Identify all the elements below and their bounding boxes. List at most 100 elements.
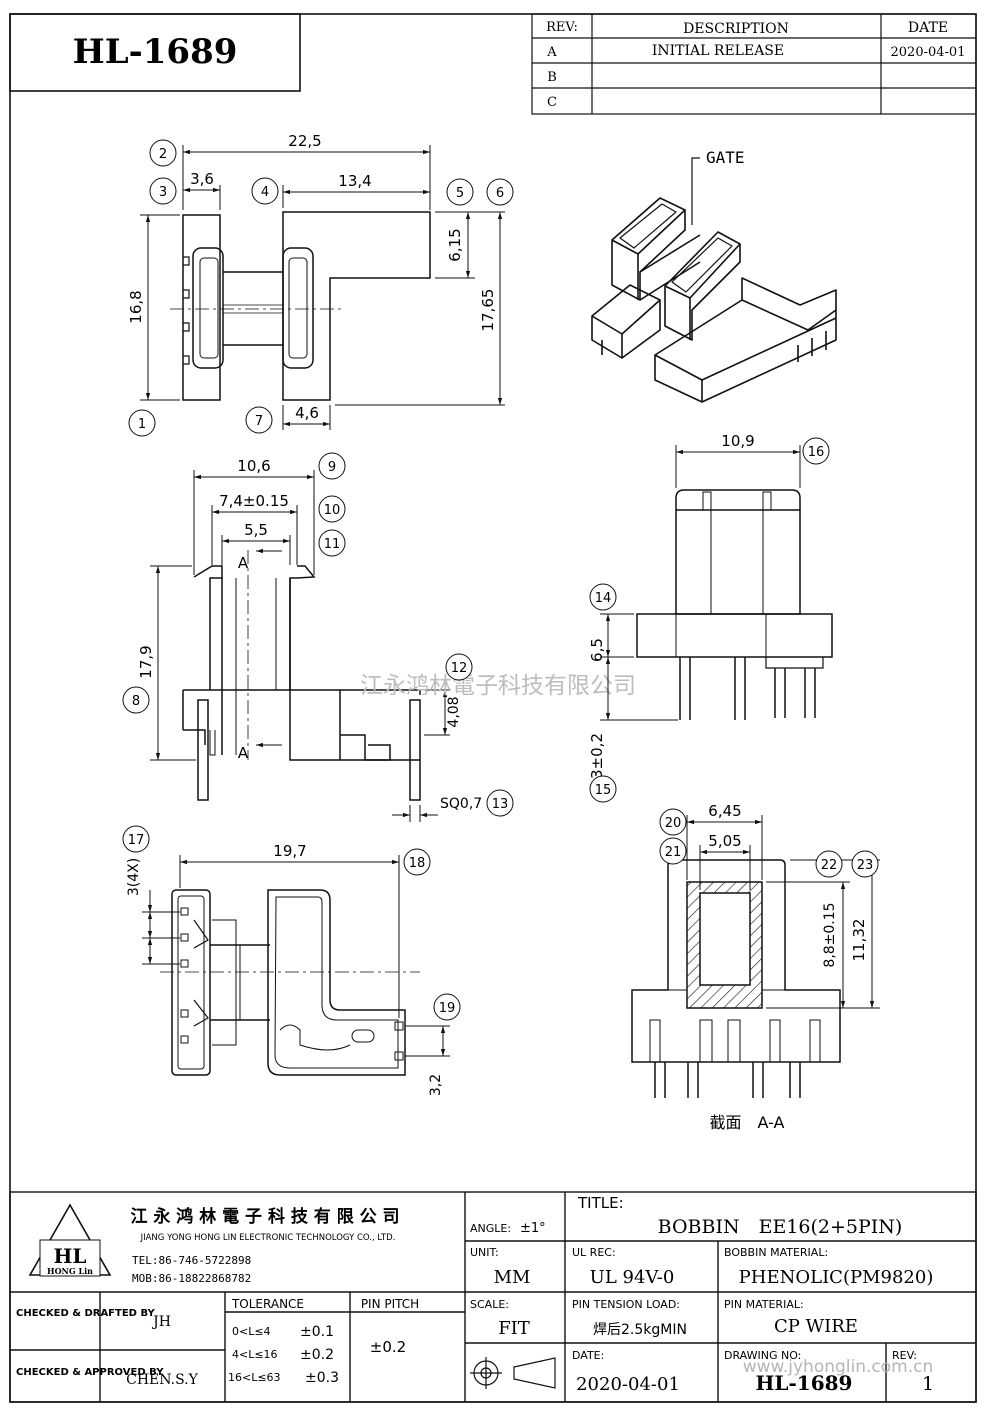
rev-header: REV:: [546, 20, 578, 35]
section-view: [631, 859, 841, 1098]
section-caption: 截面 A-A: [710, 1113, 785, 1132]
company-mob: MOB:86-18822868782: [132, 1272, 251, 1285]
ul-label: UL REC:: [572, 1246, 616, 1259]
balloon-20: 20: [665, 816, 682, 831]
rev-label: REV:: [892, 1349, 917, 1362]
checked-drafted-value: JH: [151, 1314, 171, 1330]
checked-drafted-label: CHECKED & DRAFTED BY: [16, 1308, 156, 1319]
dim-5-5: 5,5: [244, 521, 268, 539]
rev-c: C: [547, 95, 557, 110]
balloon-16: 16: [808, 445, 825, 460]
dim-4-08: 4,08: [446, 696, 462, 727]
balloon-11: 11: [324, 537, 341, 552]
tolerance-range-1: 0<L≤4: [232, 1325, 271, 1338]
dim-6-45: 6,45: [708, 802, 741, 820]
angle-label: ANGLE:: [470, 1222, 511, 1235]
dim-16-8: 16,8: [127, 290, 145, 323]
checked-approved-label: CHECKED & APPROVED BY: [16, 1367, 164, 1378]
dim-8-8: 8,8±0.15: [822, 902, 838, 967]
section-mark-top: A: [238, 554, 249, 572]
front-view-dimensions: [600, 445, 801, 721]
title-value: BOBBIN EE16(2+5PIN): [658, 1216, 903, 1238]
balloon-22: 22: [821, 858, 838, 873]
dim-sq0-7: SQ0,7: [440, 796, 482, 812]
balloon-3: 3: [159, 185, 167, 200]
top-view-dimensions: [140, 145, 505, 430]
dim-6-15: 6,15: [446, 228, 464, 261]
balloon-18: 18: [409, 856, 426, 871]
website-watermark: www.jyhonglin.com.cn: [743, 1357, 934, 1377]
rev-value: 1: [922, 1373, 934, 1395]
dim-22-5: 22,5: [288, 132, 321, 150]
rev-a: A: [546, 45, 557, 60]
balloon-8: 8: [132, 694, 140, 709]
side-view-dimensions: [150, 470, 450, 822]
side-view: [182, 550, 421, 801]
front-view: [636, 489, 833, 720]
pin-pitch-label: PIN PITCH: [361, 1297, 419, 1311]
balloon-labels: 1 2 3 4 5 6 7 8 9 10 11 12 13 14 15 16 1…: [128, 147, 874, 1016]
logo-text: HL: [54, 1244, 87, 1268]
date-value: 2020-04-01: [576, 1374, 680, 1395]
part-number-box: [9, 13, 301, 92]
angle-value: ±1°: [520, 1221, 546, 1236]
dim-13-4: 13,4: [338, 172, 371, 190]
balloon-14: 14: [595, 591, 612, 606]
material-value: PHENOLIC(PM9820): [739, 1267, 934, 1288]
pin-pitch-value: ±0.2: [370, 1338, 406, 1356]
dim-3-6: 3,6: [190, 170, 214, 188]
dim-3-0-2: 3±0,2: [588, 733, 606, 779]
drawing-no-value: HL-1689: [756, 1371, 853, 1395]
gate-label: GATE: [706, 148, 745, 167]
tolerance-range-2: 4<L≤16: [232, 1348, 278, 1361]
company-tel: TEL:86-746-5722898: [132, 1254, 251, 1267]
balloon-10: 10: [324, 503, 341, 518]
date-label: DATE:: [572, 1349, 604, 1362]
balloon-13: 13: [492, 797, 509, 812]
scale-label: SCALE:: [470, 1298, 509, 1311]
title-label: TITLE:: [577, 1194, 624, 1212]
date-header: DATE: [908, 20, 948, 36]
rev-a-date: 2020-04-01: [891, 45, 966, 60]
dim-10-6: 10,6: [237, 457, 270, 475]
dim-4-6: 4,6: [295, 404, 319, 422]
dim-17-9: 17,9: [137, 645, 155, 678]
balloon-5: 5: [456, 186, 464, 201]
sheet-border: [9, 13, 977, 1403]
dim-11-32: 11,32: [850, 919, 868, 962]
balloon-1: 1: [138, 417, 146, 432]
company-logo: HL HONG Lin: [28, 1203, 112, 1277]
checked-approved-label-text: CHECKED & APPROVED BY: [16, 1367, 164, 1378]
balloon-4: 4: [261, 185, 269, 200]
balloon-12: 12: [451, 661, 468, 676]
balloon-23: 23: [857, 858, 874, 873]
dim-7-4: 7,4±0.15: [219, 492, 289, 510]
unit-label: UNIT:: [470, 1246, 499, 1259]
bottom-view-dimensions: [142, 855, 450, 1057]
ul-value: UL 94V-0: [590, 1267, 675, 1288]
balloon-21: 21: [665, 845, 682, 860]
tolerance-label: TOLERANCE: [231, 1297, 304, 1311]
balloon-19: 19: [439, 1001, 456, 1016]
balloon-15: 15: [595, 783, 612, 798]
dim-3-4x: 3(4X): [126, 858, 142, 896]
balloon-2: 2: [159, 147, 167, 162]
balloon-6: 6: [496, 186, 504, 201]
dim-19-7: 19,7: [273, 842, 306, 860]
dim-3-2: 3,2: [428, 1074, 444, 1096]
pin-material-value: CP WIRE: [774, 1316, 858, 1337]
pin-material-label: PIN MATERIAL:: [724, 1298, 804, 1311]
scale-value: FIT: [498, 1318, 530, 1339]
dim-5-05: 5,05: [708, 832, 741, 850]
isometric-view: [591, 157, 837, 403]
tolerance-value-1: ±0.1: [300, 1324, 334, 1340]
projection-symbol: [470, 1357, 556, 1389]
rev-b: B: [547, 70, 557, 85]
balloon-17: 17: [128, 833, 145, 848]
revision-table: [531, 13, 977, 115]
bottom-view: [160, 889, 420, 1076]
section-view-dimensions: [686, 815, 880, 1009]
company-name-en: JIANG YONG HONG LIN ELECTRONIC TECHNOLOG…: [140, 1233, 396, 1243]
pin-tension-label: PIN TENSION LOAD:: [572, 1298, 680, 1311]
